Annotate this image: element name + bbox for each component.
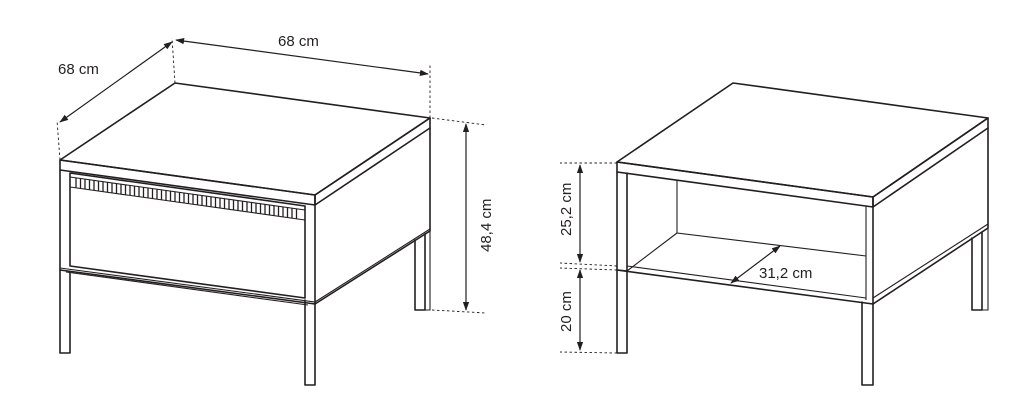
left-top-side (314, 117, 431, 206)
shelf-height-label: 25,2 cm (558, 183, 575, 236)
right-side-panel (872, 127, 989, 305)
drawer-flute-bottom (69, 186, 306, 221)
right-top-side (872, 117, 989, 208)
leg-height-label: 20 cm (558, 291, 575, 332)
height-label: 48,4 cm (478, 199, 495, 252)
left-lower-rail-inner (65, 271, 309, 306)
drawer-flute-top (69, 176, 306, 211)
shelf-depth-label: 31,2 cm (759, 265, 812, 282)
open-shelf-table: 25,2 cm 20 cm 31,2 cm (558, 82, 989, 386)
right-side-rail (872, 223, 989, 299)
left-lower-rail (59, 228, 431, 303)
left-body-side (314, 127, 431, 305)
right-front-bottom (616, 269, 874, 305)
drawer-front (69, 172, 306, 299)
shelf-depth-dimension-line (730, 245, 781, 284)
depth-dimension-line (59, 41, 173, 123)
left-legs (59, 230, 431, 386)
width-dimension-line (175, 37, 429, 77)
nightstand-with-drawer: 68 cm 68 cm 48,4 cm (56, 33, 495, 386)
right-left-panel (616, 171, 628, 272)
right-top-front (616, 161, 874, 208)
width-label: 68 cm (278, 33, 319, 50)
shelf-back-edge (626, 232, 678, 272)
depth-label: 68 cm (58, 61, 99, 78)
drawer-flutes (75, 177, 298, 219)
left-body-front (59, 169, 316, 305)
right-legs (616, 226, 989, 386)
